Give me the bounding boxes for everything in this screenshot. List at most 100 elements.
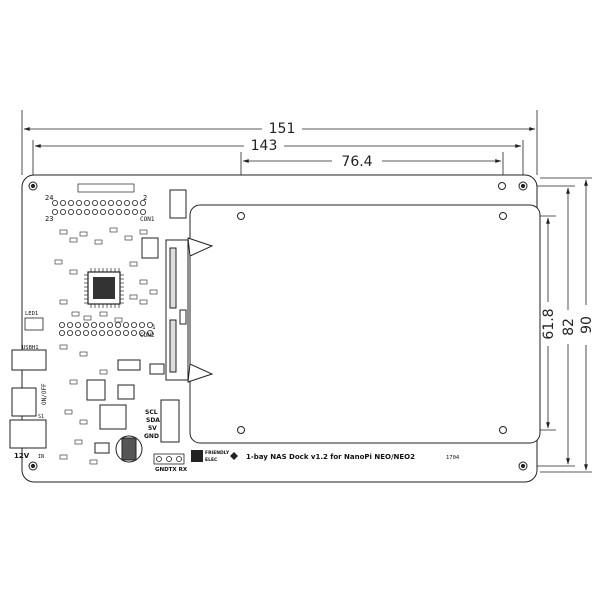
smd-part	[69, 379, 78, 385]
label-led1: LED1	[25, 311, 38, 317]
pin-pad	[76, 208, 83, 215]
pin-pad	[60, 199, 67, 206]
brand-logo-icon	[191, 450, 203, 462]
dimension-width-total: 151	[21, 110, 538, 175]
smd-part	[59, 344, 68, 350]
pin-pad	[68, 199, 75, 206]
label-scl: SCL	[145, 409, 158, 416]
label-sda: SDA	[146, 417, 160, 424]
brand-line1: FRIENDLY	[205, 450, 230, 456]
dimension-height-holes-label: 82	[561, 318, 577, 336]
pin-pad	[83, 329, 90, 336]
dimension-height-bay-label: 61.8	[541, 308, 557, 339]
pin-pad	[138, 329, 145, 336]
pin-pad	[108, 208, 115, 215]
pin-pad	[116, 208, 123, 215]
pin-pad	[99, 321, 106, 328]
pin-pad	[75, 329, 82, 336]
smd-part	[129, 294, 138, 300]
pin-pad	[115, 329, 122, 336]
smd-part	[69, 269, 78, 275]
label-5v: 5V	[148, 425, 157, 432]
power-switch	[11, 387, 37, 417]
label-con1: CON1	[140, 216, 155, 223]
pin-pad	[91, 329, 98, 336]
sata-connector	[165, 237, 214, 383]
pin-pad	[139, 208, 146, 215]
smd-part	[99, 369, 108, 375]
pin-pad	[83, 321, 90, 328]
pin-pad	[59, 329, 66, 336]
board-title: 1-bay NAS Dock v1.2 for NanoPi NEO/NEO2	[246, 453, 415, 461]
label-s1: S1	[38, 414, 44, 420]
dimension-width-holes: 143	[32, 137, 524, 180]
smd-part	[139, 279, 148, 285]
pin-pad	[52, 208, 59, 215]
pin-pad	[84, 199, 91, 206]
pin-pad	[123, 329, 130, 336]
dc-jack	[9, 419, 47, 449]
gear-mark-icon	[230, 452, 238, 460]
brand-line2: ELEC	[205, 457, 218, 463]
pin-pad	[146, 329, 153, 336]
dimension-width-holes-label: 143	[251, 138, 278, 154]
pin-pad	[131, 208, 138, 215]
pin-pad	[92, 208, 99, 215]
dimension-width-total-label: 151	[269, 121, 296, 137]
label-pin-24: 24	[45, 194, 53, 202]
smd-part	[99, 311, 108, 317]
smd-part	[59, 299, 68, 305]
pin-pad	[139, 199, 146, 206]
pin-pad	[108, 199, 115, 206]
smd-part	[54, 259, 63, 265]
board-mounting-holes	[28, 181, 528, 471]
pin-pad	[100, 208, 107, 215]
pin-pad	[130, 321, 137, 328]
label-gnd-tx-rx: GNDTX RX	[155, 467, 188, 473]
smd-part	[74, 439, 83, 445]
smd-part	[149, 289, 158, 295]
pin-pad	[91, 321, 98, 328]
label-12v: 12V	[14, 452, 30, 460]
smd-part	[129, 261, 138, 267]
pin-pad	[130, 329, 137, 336]
dimension-height-total: 90	[540, 177, 595, 473]
smd-part	[94, 239, 103, 245]
smd-part	[114, 317, 123, 323]
pin-pad	[138, 321, 145, 328]
secondary-header	[59, 321, 153, 336]
smd-part	[79, 351, 88, 357]
label-in: IN	[38, 454, 44, 460]
board-date-code: 1704	[446, 455, 460, 461]
pin-pad	[75, 321, 82, 328]
label-box	[77, 183, 135, 193]
pin-pad	[131, 199, 138, 206]
smd-part	[79, 419, 88, 425]
smd-part	[64, 409, 73, 415]
label-pin-2: 2	[143, 194, 147, 202]
ic-chip	[87, 271, 121, 305]
pin-pad	[67, 321, 74, 328]
led1-part	[24, 317, 44, 331]
smd-part	[109, 227, 118, 233]
label-usbh1: USBH1	[22, 345, 39, 351]
smd-part	[83, 315, 92, 321]
pin-pad	[115, 321, 122, 328]
smd-part	[124, 235, 133, 241]
smd-part	[89, 459, 98, 465]
dimension-height-total-label: 90	[579, 316, 595, 334]
smd-part	[139, 229, 148, 235]
pin-pad	[52, 199, 59, 206]
pin-pad	[59, 321, 66, 328]
pin-pad	[124, 208, 131, 215]
label-gnd: GND	[144, 433, 159, 440]
smd-part	[69, 237, 78, 243]
smd-part	[139, 299, 148, 305]
pin-pad	[116, 199, 123, 206]
pin-pad	[60, 208, 67, 215]
label-pin-23: 23	[45, 215, 53, 223]
pin-pad	[67, 329, 74, 336]
i2c-connector	[160, 399, 180, 443]
pin-pad	[123, 321, 130, 328]
